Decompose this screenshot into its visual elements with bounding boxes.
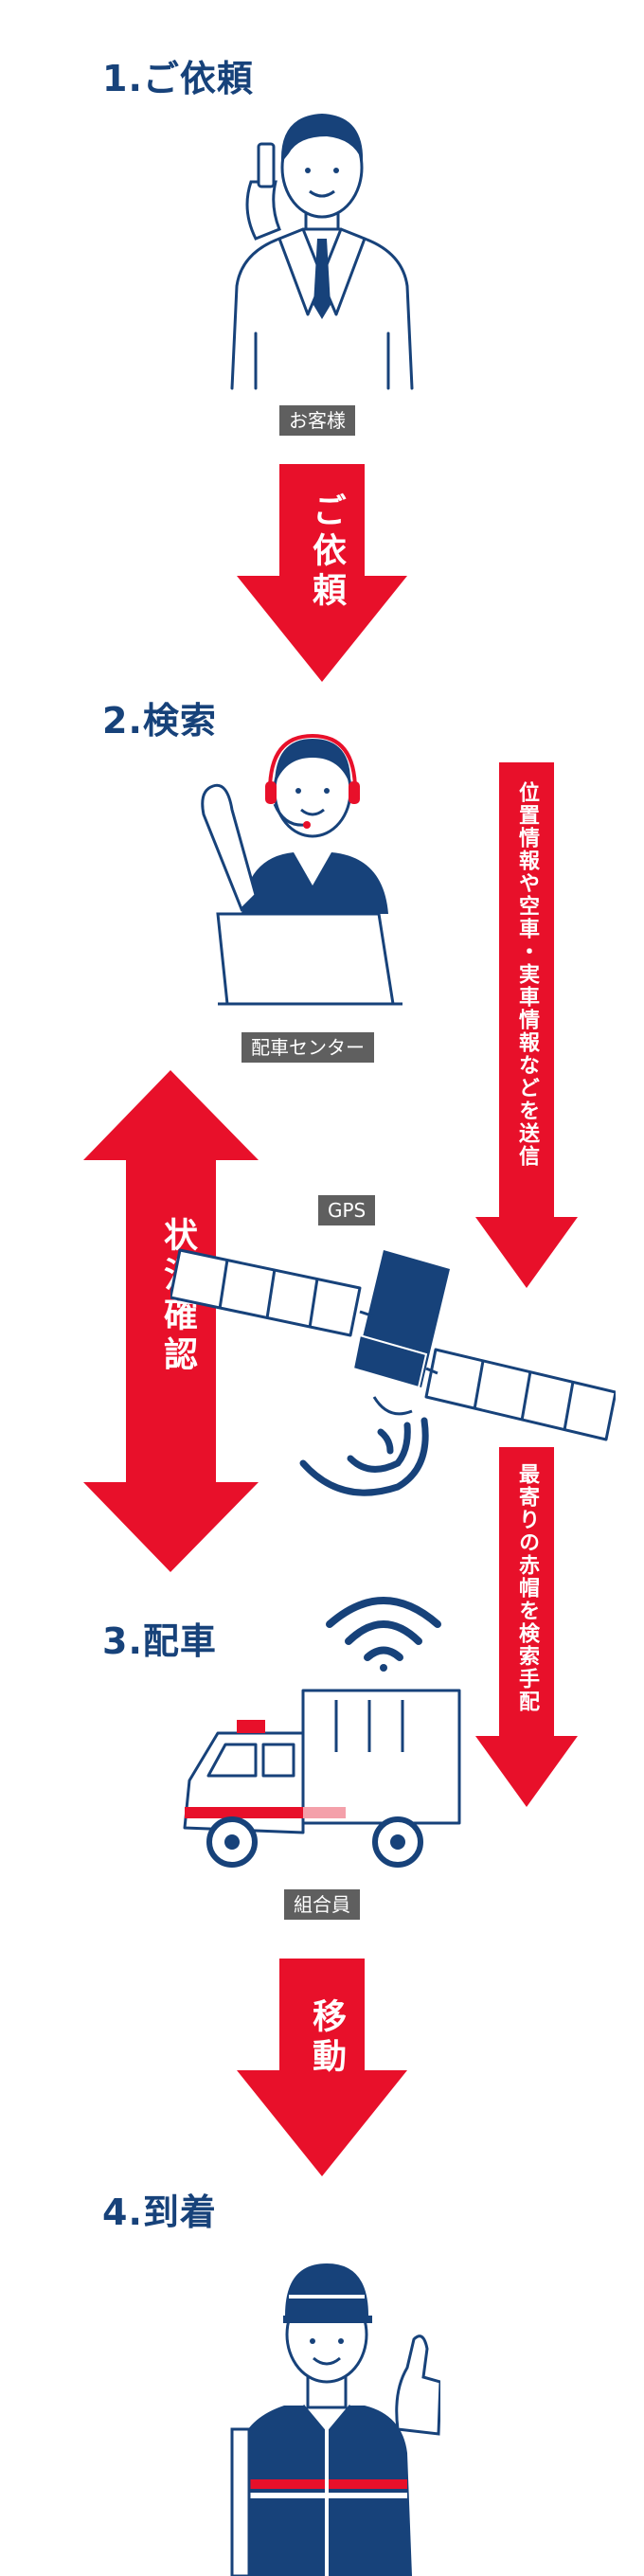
truck-illustration xyxy=(180,1686,464,1875)
dispatch-center-label: 配車センター xyxy=(242,1032,374,1063)
request-arrow-text: ご依頼 xyxy=(301,492,350,612)
wifi-signal-icon xyxy=(322,1586,445,1672)
driver-illustration xyxy=(213,2226,440,2576)
customer-label: お客様 xyxy=(279,405,355,436)
step-title-arrival: 4.到着 xyxy=(102,2183,217,2235)
gps-label: GPS xyxy=(318,1195,375,1225)
search-arrange-arrow-text: 最寄りの赤帽を検索手配 xyxy=(511,1463,542,1713)
move-arrow-text: 移動 xyxy=(301,1998,350,2078)
step-title-dispatch: 3.配車 xyxy=(102,1612,217,1664)
member-label: 組合員 xyxy=(284,1889,360,1920)
send-info-arrow-text: 位置情報や空車・実車情報などを送信 xyxy=(511,781,542,1168)
customer-illustration xyxy=(213,87,431,390)
operator-illustration xyxy=(189,715,417,1018)
